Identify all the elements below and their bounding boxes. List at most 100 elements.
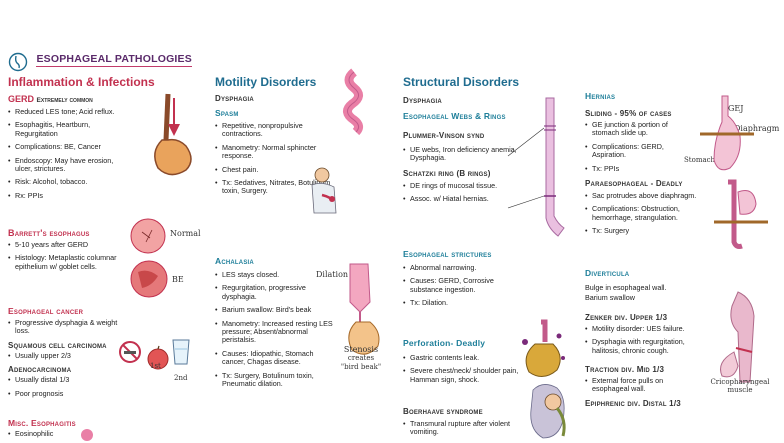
spasm-title: Spasm xyxy=(215,108,239,118)
sliding-hernia-illustration xyxy=(700,95,754,171)
strictures-section: Esophageal strictures Abnormal narrowing… xyxy=(403,249,528,313)
first-label: 1st xyxy=(150,362,161,370)
list-item: Motility disorder: UES failure. xyxy=(585,324,697,334)
list-item: Barium swallow: Bird's beak xyxy=(215,305,333,315)
list-item: Regurgitation, progressive dysphagia. xyxy=(215,284,333,301)
normal-label: Normal xyxy=(170,229,201,238)
zenker-diverticulum-illustration xyxy=(720,291,755,383)
list-item: Usually distal 1/3 xyxy=(8,375,128,385)
hernias-section: Hernias Sliding - 95% of cases GE juncti… xyxy=(585,91,697,241)
header: ESOPHAGEAL PATHOLOGIES xyxy=(8,50,192,72)
boerhaave-section: Boerhaave syndrome Transmural rupture af… xyxy=(403,407,523,442)
traction-title: Traction div. Mid 1/3 xyxy=(585,365,665,375)
list-item: Tx: Surgery xyxy=(585,226,697,236)
be-label: BE xyxy=(172,275,184,284)
webs-title: Esophageal Webs & Rings xyxy=(403,111,506,121)
barrett-section: Barrett's esophagus 5-10 years after GER… xyxy=(8,228,126,276)
list-item: Risk: Alcohol, tobacco. xyxy=(8,178,118,188)
achalasia-section: Achalasia LES stays closed. Regurgitatio… xyxy=(215,256,333,393)
misc-title: Misc. Esophagitis xyxy=(8,418,76,428)
bird-beak-text: "bird beak" xyxy=(340,363,382,371)
eosinophil-icon xyxy=(81,429,93,441)
spasm-section: Spasm Repetitive, nonpropulsive contract… xyxy=(215,108,333,201)
chest-pain-person-illustration xyxy=(311,167,337,214)
gerd-tag: Extremely common xyxy=(36,97,93,104)
diverticula-section: Diverticula Bulge in esophageal wall. Ba… xyxy=(585,268,697,408)
motility-heading: Motility Disorders xyxy=(215,75,317,89)
gerd-list: Reduced LES tone; Acid reflux. Esophagit… xyxy=(8,107,118,201)
list-item: Rx: PPIs xyxy=(8,191,118,201)
zenker-title: Zenker div. Upper 1/3 xyxy=(585,312,668,322)
diaphragm-label: Diaphragm xyxy=(734,124,780,133)
list-item: Dysphagia with regurgitation, halitosis,… xyxy=(585,338,697,355)
achalasia-title: Achalasia xyxy=(215,256,254,266)
barrett-title: Barrett's esophagus xyxy=(8,228,90,238)
sliding-title: Sliding - 95% of cases xyxy=(585,109,672,118)
paraesophageal-hernia-illustration xyxy=(714,179,768,249)
list-item: Manometry: Normal sphincter response. xyxy=(215,143,333,161)
list-item: UE webs, Iron deficiency anemia, Dysphag… xyxy=(403,145,523,163)
list-item: Assoc. w/ Hiatal hernias. xyxy=(403,194,523,204)
schatzki-title: Schatzki ring (B rings) xyxy=(403,168,491,178)
list-item: 5-10 years after GERD xyxy=(8,240,126,250)
list-item: Histology: Metaplastic columnar epitheli… xyxy=(8,254,126,271)
perforation-section: Perforation- Deadly Gastric contents lea… xyxy=(403,338,523,389)
list-item: Poor prognosis xyxy=(8,389,128,399)
plummer-title: Plummer-Vinson synd xyxy=(403,131,485,140)
list-item: Progressive dysphagia & weight loss. xyxy=(8,318,128,336)
list-item: Gastric contents leak. xyxy=(403,353,523,363)
list-item: Tx: Dilation. xyxy=(403,298,528,308)
stomach-label: Stomach xyxy=(684,156,716,164)
diverticula-line-1: Bulge in esophageal wall. xyxy=(585,283,667,292)
list-item: External force pulls on esophageal wall. xyxy=(585,376,697,394)
list-item: Usually upper 2/3 xyxy=(8,351,128,361)
structural-dysphagia: Dysphagia xyxy=(403,96,442,105)
vomiting-person-illustration xyxy=(530,384,566,439)
glass-icon xyxy=(172,339,190,365)
list-item: GE junction & portion of stomach slide u… xyxy=(585,120,697,138)
list-item: Manometry: Increased resting LES pressur… xyxy=(215,319,333,345)
perforation-illustration xyxy=(522,319,565,377)
normal-mucosa-icon xyxy=(130,218,166,254)
list-item: Complications: BE, Cancer xyxy=(8,142,118,152)
diverticula-title: Diverticula xyxy=(585,268,630,278)
epiphrenic-title: Epiphrenic div. Distal 1/3 xyxy=(585,398,681,408)
list-item: Esophagitis, Heartburn, Regurgitation xyxy=(8,121,118,138)
diverticula-line-2: Barium swallow xyxy=(585,293,635,303)
list-item: DE rings of mucosal tissue. xyxy=(403,181,523,191)
second-label: 2nd xyxy=(174,374,188,382)
list-item: Tx: PPIs xyxy=(585,164,697,174)
webs-section: Esophageal Webs & Rings Plummer-Vinson s… xyxy=(403,111,523,209)
achalasia-esophagus-illustration xyxy=(348,263,380,355)
list-item: Endoscopy: May have erosion, ulcer, stri… xyxy=(8,156,118,174)
esophagus-logo-icon xyxy=(8,52,28,72)
structural-heading: Structural Disorders xyxy=(403,75,520,89)
list-item: Transmural rupture after violent vomitin… xyxy=(403,419,523,437)
list-item: Sac protrudes above diaphragm. xyxy=(585,191,697,201)
list-item: Eosinophilic xyxy=(8,429,128,439)
motility-dysphagia: Dysphagia xyxy=(215,94,254,103)
list-item: Complications: GERD, Aspiration. xyxy=(585,142,697,160)
boerhaave-title: Boerhaave syndrome xyxy=(403,407,483,416)
list-item: Tx: Surgery, Botulinum toxin, Pneumatic … xyxy=(215,371,333,389)
para-title: Paraesophageal - Deadly xyxy=(585,179,683,189)
list-item: Repetitive, nonpropulsive contractions. xyxy=(215,121,333,139)
page-title: ESOPHAGEAL PATHOLOGIES xyxy=(36,53,192,67)
creates-text: creates xyxy=(347,354,375,362)
cancer-title: Esophageal cancer xyxy=(8,306,84,316)
no-smoking-icon xyxy=(119,341,141,363)
strictures-title: Esophageal strictures xyxy=(403,249,492,259)
list-item: Reduced LES tone; Acid reflux. xyxy=(8,107,118,117)
perforation-title: Perforation- Deadly xyxy=(403,338,486,348)
barrett-mucosa-icon xyxy=(130,260,168,298)
apple-icon xyxy=(147,345,169,370)
gej-label: GEJ xyxy=(728,104,744,113)
hernias-title: Hernias xyxy=(585,91,616,101)
list-item: LES stays closed. xyxy=(215,270,333,280)
stenosis-label: Stenosis creates "bird beak" xyxy=(336,345,386,372)
webs-esophagus-illustration xyxy=(507,97,565,237)
list-item: Chest pain. xyxy=(215,165,333,175)
list-item: Complications: Obstruction, hemorrhage, … xyxy=(585,205,697,222)
scc-title: Squamous cell carcinoma xyxy=(8,340,107,350)
gerd-section: GERD Extremely common Reduced LES tone; … xyxy=(8,94,118,205)
